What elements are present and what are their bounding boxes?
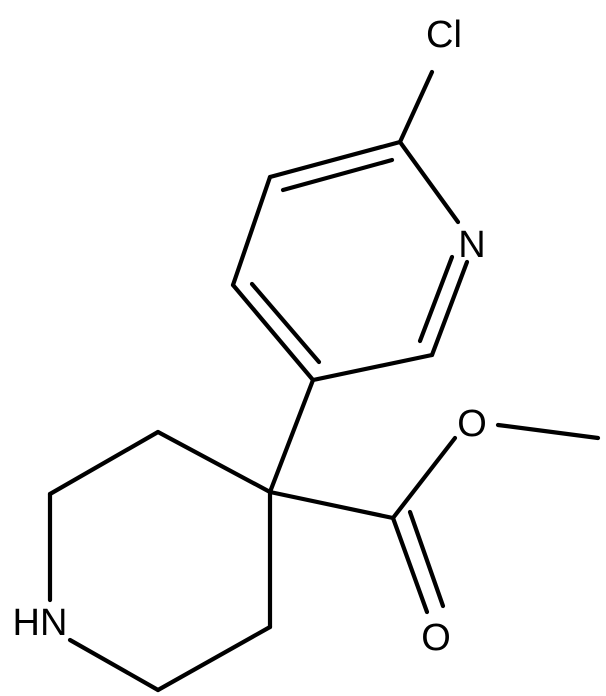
bond-c2-cl [397, 69, 435, 145]
bond-c4-c3a [155, 429, 273, 495]
bonds [47, 69, 601, 693]
bond-c4-ccarbonyl [267, 489, 396, 521]
bond-c5-c4pip [267, 377, 316, 495]
bond-c4-c5 [230, 282, 316, 383]
bond-ccarbonyl-odouble [390, 515, 430, 615]
chlorine-label: Cl [426, 14, 462, 56]
bond-c6b-c5b [155, 624, 273, 693]
bond-nh-c6b [67, 637, 161, 693]
bond-c5-c6 [310, 352, 435, 383]
bond-c3-c4 [230, 174, 273, 288]
bond-c6-n [429, 259, 470, 358]
bond-n-c2 [397, 139, 461, 225]
bond-c6-n-inner [417, 254, 455, 344]
pyridine-nitrogen-label: N [458, 224, 485, 266]
carbonyl-oxygen-label: O [421, 617, 451, 659]
atom-labels: Cl N O O HN [13, 14, 487, 659]
piperidine-nh-label: HN [13, 602, 68, 644]
bond-o-ch3 [495, 422, 601, 441]
ester-oxygen-label: O [457, 403, 487, 445]
bond-c2-c3 [267, 139, 403, 180]
bond-ccarbonyl-odouble-2 [407, 509, 446, 609]
bond-c3a-c2a [47, 429, 161, 497]
bond-c2-c3-inner [280, 157, 395, 193]
bond-c4-c5-inner [249, 281, 322, 365]
bond-ccarbonyl-o [390, 435, 458, 521]
